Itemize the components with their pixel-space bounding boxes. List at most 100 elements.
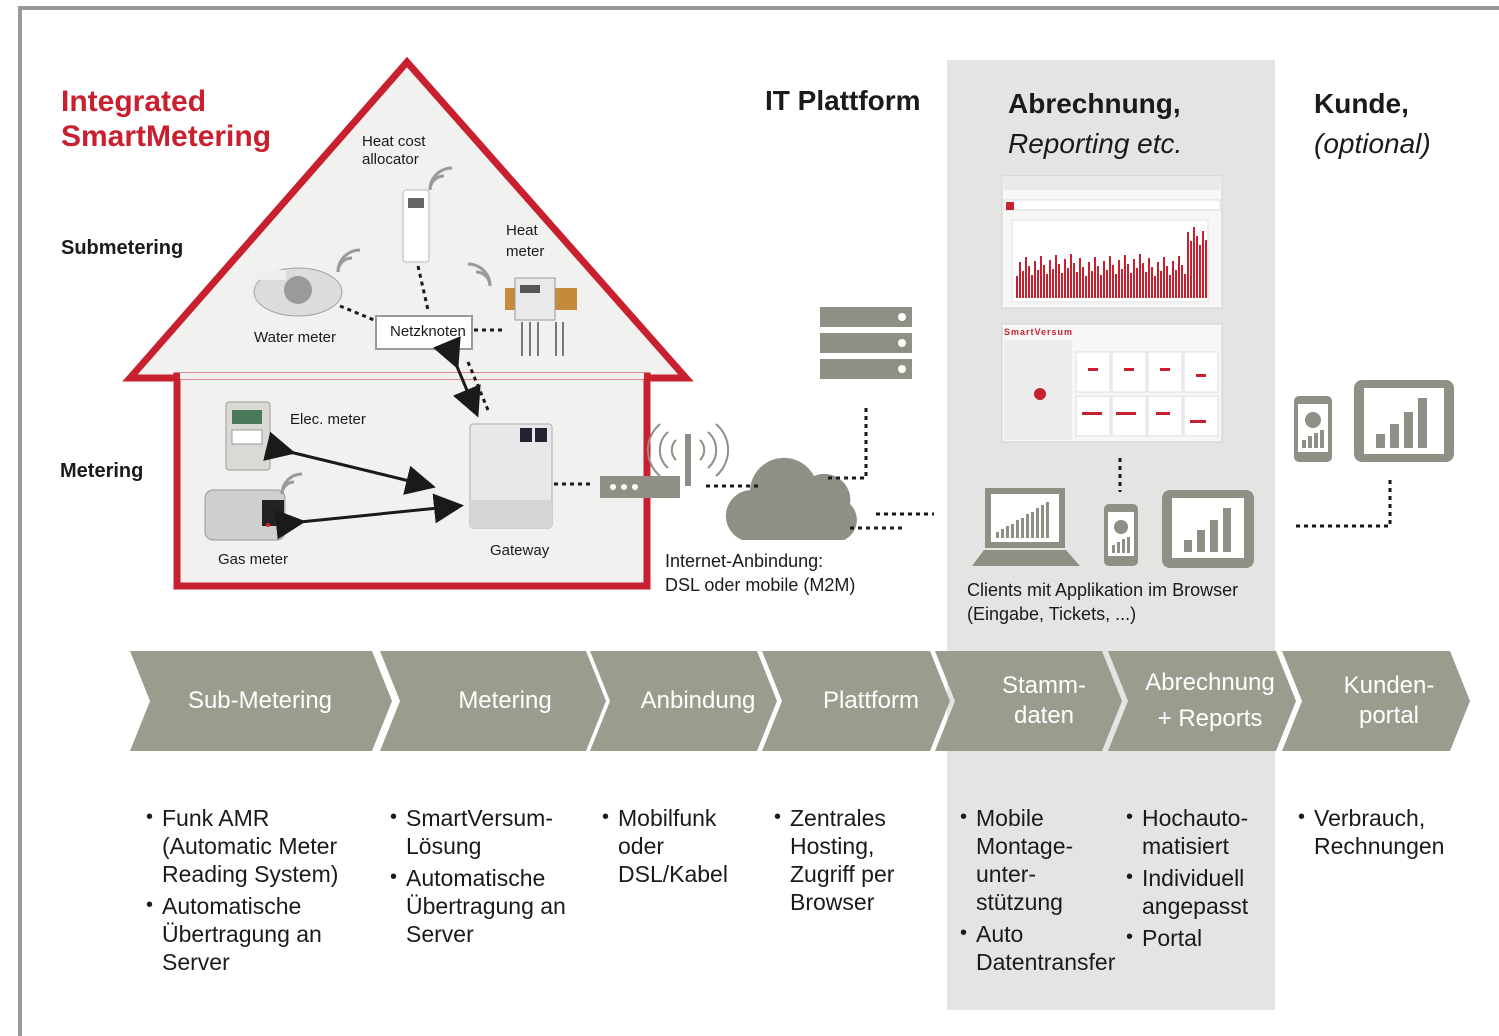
heat-meter-icon xyxy=(505,277,577,356)
thumbnail-bar xyxy=(1187,232,1189,298)
cloud-icon xyxy=(725,457,857,540)
chevron-kundenportal xyxy=(1282,651,1470,751)
bullet-item: Zentrales Hosting, Zugriff per Browser xyxy=(774,803,911,916)
chevron-label-sub-metering: Sub-Metering xyxy=(187,687,333,714)
bullet-item: Mobilfunk oder DSL/Kabel xyxy=(602,803,744,888)
heat-cost-allocator-label: Heat cost allocator xyxy=(362,133,426,168)
bullets-kunde: Verbrauch, Rechnungen xyxy=(1298,803,1470,860)
thumbnail-bar xyxy=(1055,255,1057,298)
thumbnail-bar xyxy=(1139,254,1141,298)
thumbnail-bar xyxy=(1103,261,1105,298)
server-stack-icon xyxy=(820,307,912,379)
submetering-label: Submetering xyxy=(61,237,184,259)
thumbnail-bar xyxy=(1025,257,1027,298)
internet-connection-label: Internet-Anbindung: DSL oder mobile (M2M… xyxy=(665,551,856,595)
customer-tablet-icon xyxy=(1354,380,1454,462)
thumbnail-bar xyxy=(1097,266,1099,298)
thumbnail-bar xyxy=(1091,271,1093,298)
bullet-item: Automatische Übertragung an Server xyxy=(390,863,587,948)
thumbnail-bar xyxy=(1079,258,1081,298)
chevron-label-plattform: Plattform xyxy=(822,687,920,714)
thumbnail-bar xyxy=(1028,266,1030,298)
thumbnail-bar xyxy=(1046,274,1048,298)
thumbnail-bar xyxy=(1181,265,1183,298)
bullet-item: Automatische Übertragung an Server xyxy=(146,891,358,976)
bullet-item: Hochauto-matisiert xyxy=(1126,803,1268,860)
thumbnail-bar xyxy=(1190,241,1192,298)
thumbnail-bar xyxy=(1130,273,1132,298)
elec-meter-label: Elec. meter xyxy=(290,411,366,428)
outer-frame xyxy=(18,6,1499,1036)
heat-cost-allocator-icon xyxy=(402,189,430,263)
thumbnail-bar xyxy=(1205,240,1207,298)
bullet-item: Funk AMR (Automatic Meter Reading System… xyxy=(146,803,358,888)
thumbnail-bar xyxy=(1076,272,1078,298)
bullet-item: Individuell angepasst xyxy=(1126,863,1268,920)
gas-meter-icon xyxy=(204,489,286,541)
thumbnail-bar xyxy=(1172,261,1174,298)
thumbnail-bar xyxy=(1112,265,1114,298)
water-meter-label: Water meter xyxy=(254,329,336,346)
chevron-anbindung xyxy=(590,651,777,751)
thumbnail-bar xyxy=(1043,265,1045,298)
gateway-device-icon xyxy=(469,423,553,529)
thumbnail-bar xyxy=(1166,266,1168,298)
process-chevrons xyxy=(130,651,1470,751)
gas-meter-label: Gas meter xyxy=(218,551,289,568)
reporting-screenshot-dashboard xyxy=(1001,323,1223,443)
netzknoten-label: Netzknoten xyxy=(390,323,466,340)
thumbnail-bar xyxy=(1133,259,1135,298)
integrated-smartmetering-title: Integrated SmartMetering xyxy=(61,85,272,153)
chevron-abrechnung xyxy=(1108,651,1296,751)
thumbnail-bar xyxy=(1067,268,1069,298)
chevron-metering xyxy=(380,651,606,751)
water-meter-icon xyxy=(253,267,343,317)
thumbnail-bar xyxy=(1151,267,1153,298)
it-platform-heading: IT Plattform xyxy=(765,85,921,116)
thumbnail-bar xyxy=(1136,268,1138,298)
gateway-label: Gateway xyxy=(490,542,550,559)
thumbnail-bar xyxy=(1073,263,1075,298)
phone-icon xyxy=(1104,504,1138,566)
bullets-submetering: Funk AMR (Automatic Meter Reading System… xyxy=(146,803,358,976)
thumbnail-bar xyxy=(1118,260,1120,298)
thumbnail-bar xyxy=(1184,274,1186,298)
elec-meter-icon xyxy=(225,401,271,471)
thumbnail-bar xyxy=(1124,255,1126,298)
thumbnail-bar xyxy=(1160,271,1162,298)
laptop-icon xyxy=(972,488,1080,566)
thumbnail-bar xyxy=(1175,270,1177,298)
thumbnail-bar xyxy=(1022,271,1024,298)
thumbnail-bar xyxy=(1100,275,1102,298)
thumbnail-bar xyxy=(1145,272,1147,298)
bullet-item: Auto Datentransfer xyxy=(960,919,1115,976)
thumbnail-bar xyxy=(1199,245,1201,298)
chevron-sub-metering xyxy=(130,651,392,751)
thumbnail-bar xyxy=(1121,269,1123,298)
thumbnail-bar xyxy=(1016,276,1018,298)
thumbnail-bar xyxy=(1031,275,1033,298)
bullet-item: Portal xyxy=(1126,923,1268,952)
bullet-item: Verbrauch, Rechnungen xyxy=(1298,803,1470,860)
thumbnail-bar xyxy=(1061,273,1063,298)
house-arrows xyxy=(263,336,490,540)
screenshot-bar-chart xyxy=(1016,227,1207,298)
thumbnail-bar xyxy=(1070,254,1072,298)
reporting-screenshot-chart xyxy=(1001,175,1223,309)
thumbnail-bar xyxy=(1040,256,1042,298)
thumbnail-bar xyxy=(1064,259,1066,298)
bullets-anbindung: Mobilfunk oder DSL/Kabel xyxy=(602,803,744,888)
thumbnail-bar xyxy=(1163,257,1165,298)
billing-heading: Abrechnung, Reporting etc. xyxy=(1008,88,1183,159)
chevron-stammdaten xyxy=(935,651,1122,751)
smartversum-brand-label: SmartVersum xyxy=(1004,327,1074,337)
chevron-plattform xyxy=(762,651,950,751)
chevron-label-stammdaten: Stamm-daten xyxy=(1002,672,1086,729)
chevron-label-metering: Metering xyxy=(458,687,552,714)
thumbnail-bar xyxy=(1106,270,1108,298)
customer-phone-icon xyxy=(1294,396,1332,462)
thumbnail-bar xyxy=(1085,276,1087,298)
thumbnail-bar xyxy=(1094,257,1096,298)
thumbnail-bar xyxy=(1169,275,1171,298)
